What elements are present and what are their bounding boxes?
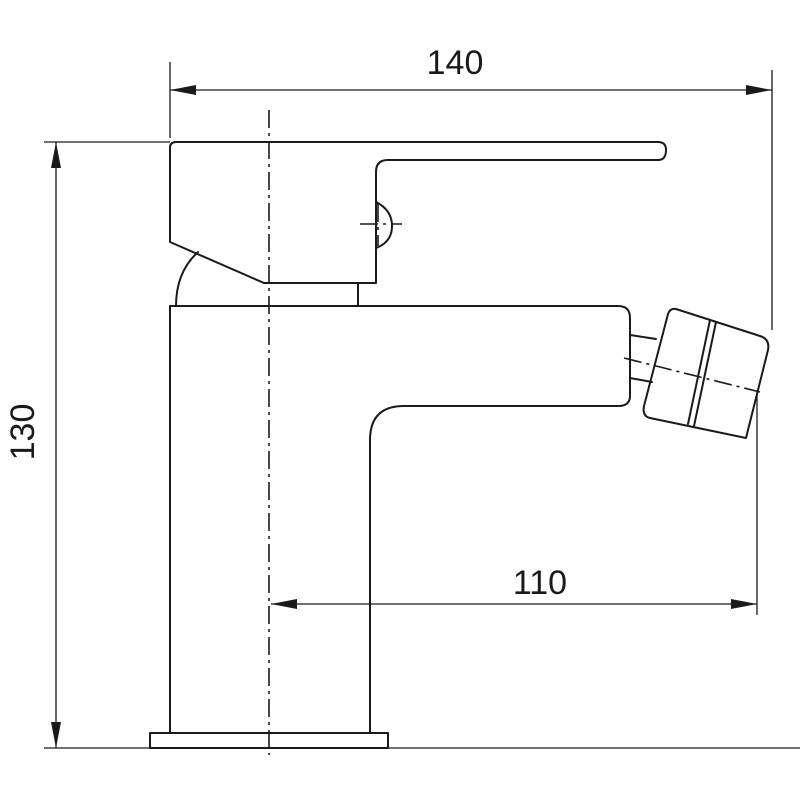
- aerator-connector-bottom: [629, 377, 653, 383]
- arrowhead-width-right: [746, 85, 772, 95]
- spout-body: [169, 305, 631, 734]
- overall-height-label: 130: [4, 404, 42, 461]
- dimension-spout-reach: 110: [271, 392, 758, 615]
- arrowhead-height-top: [51, 142, 61, 168]
- arrowhead-height-bottom: [51, 722, 61, 748]
- dimension-overall-height: 130: [4, 141, 170, 748]
- arrowhead-reach-right: [731, 599, 757, 609]
- faucet-body: [149, 141, 667, 749]
- aerator-housing: [642, 307, 770, 439]
- aerator-ring-line-2: [693, 321, 717, 427]
- aerator-center-line: [623, 357, 761, 393]
- handle-screw-cap: [375, 201, 393, 249]
- arrowhead-reach-left: [271, 599, 297, 609]
- dimension-overall-width: 140: [169, 44, 773, 330]
- neck-curve: [175, 251, 199, 307]
- spout-reach-label: 110: [513, 564, 567, 602]
- aerator-nozzle: [629, 307, 770, 439]
- overall-width-label: 140: [427, 44, 484, 82]
- aerator-connector-top: [629, 334, 657, 340]
- arrowhead-width-left: [170, 85, 196, 95]
- lever-handle: [169, 141, 667, 284]
- aerator-ring-line: [687, 319, 711, 425]
